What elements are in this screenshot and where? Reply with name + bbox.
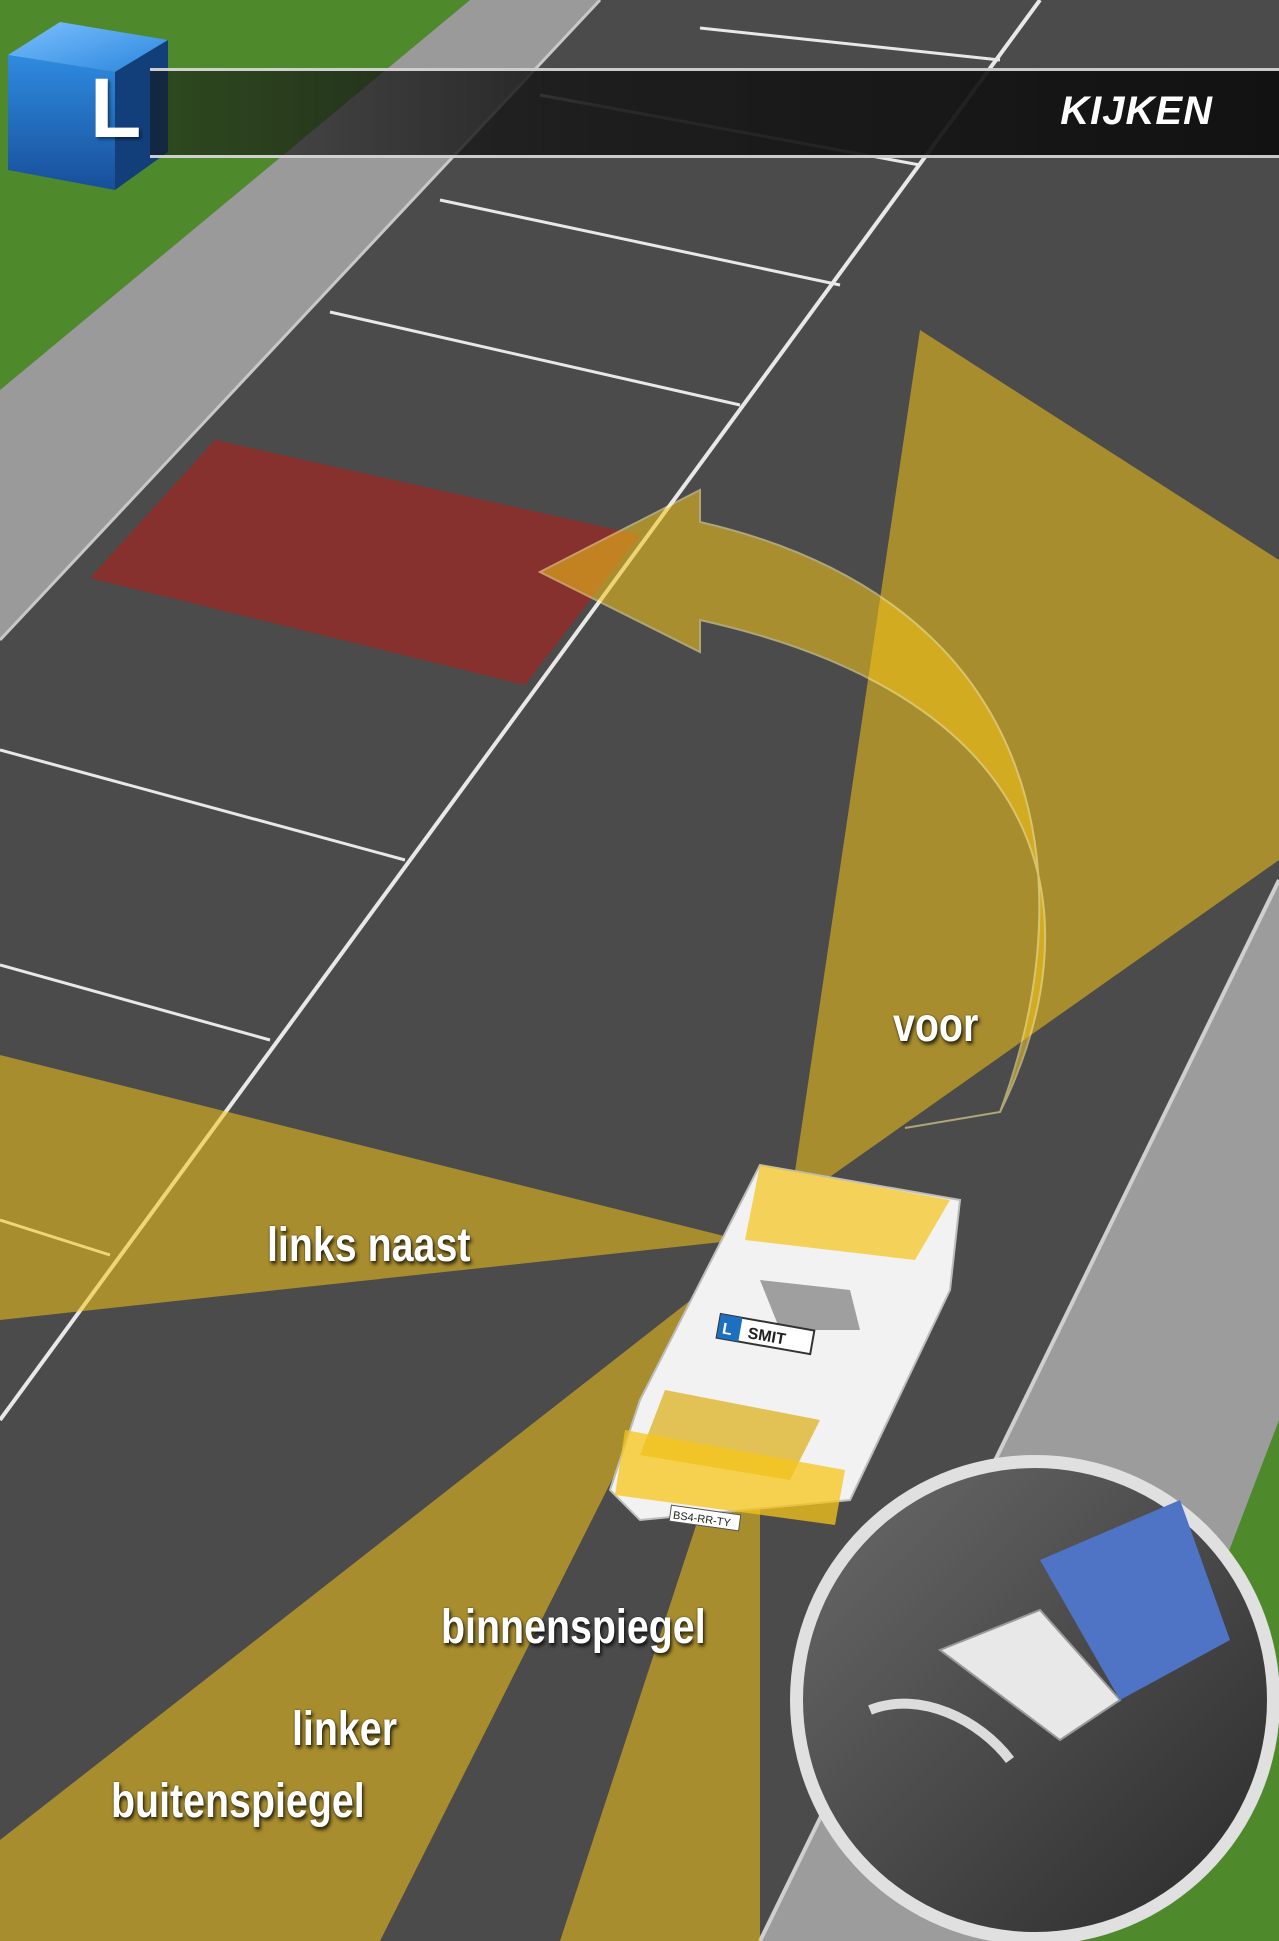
pedal-inset: [790, 1455, 1279, 1941]
label-left-side: links naast: [267, 1218, 470, 1273]
label-left-mirror-line2: buitenspiegel: [111, 1774, 365, 1829]
label-inner-mirror: binnenspiegel: [441, 1600, 706, 1655]
logo-letter: L: [90, 60, 141, 157]
logo-cube-icon: [8, 22, 168, 190]
label-front: voor: [893, 998, 978, 1053]
page-title: KIJKEN: [1060, 89, 1213, 134]
header-bar: KIJKEN: [150, 68, 1279, 158]
label-left-mirror-line1: linker: [292, 1702, 397, 1757]
